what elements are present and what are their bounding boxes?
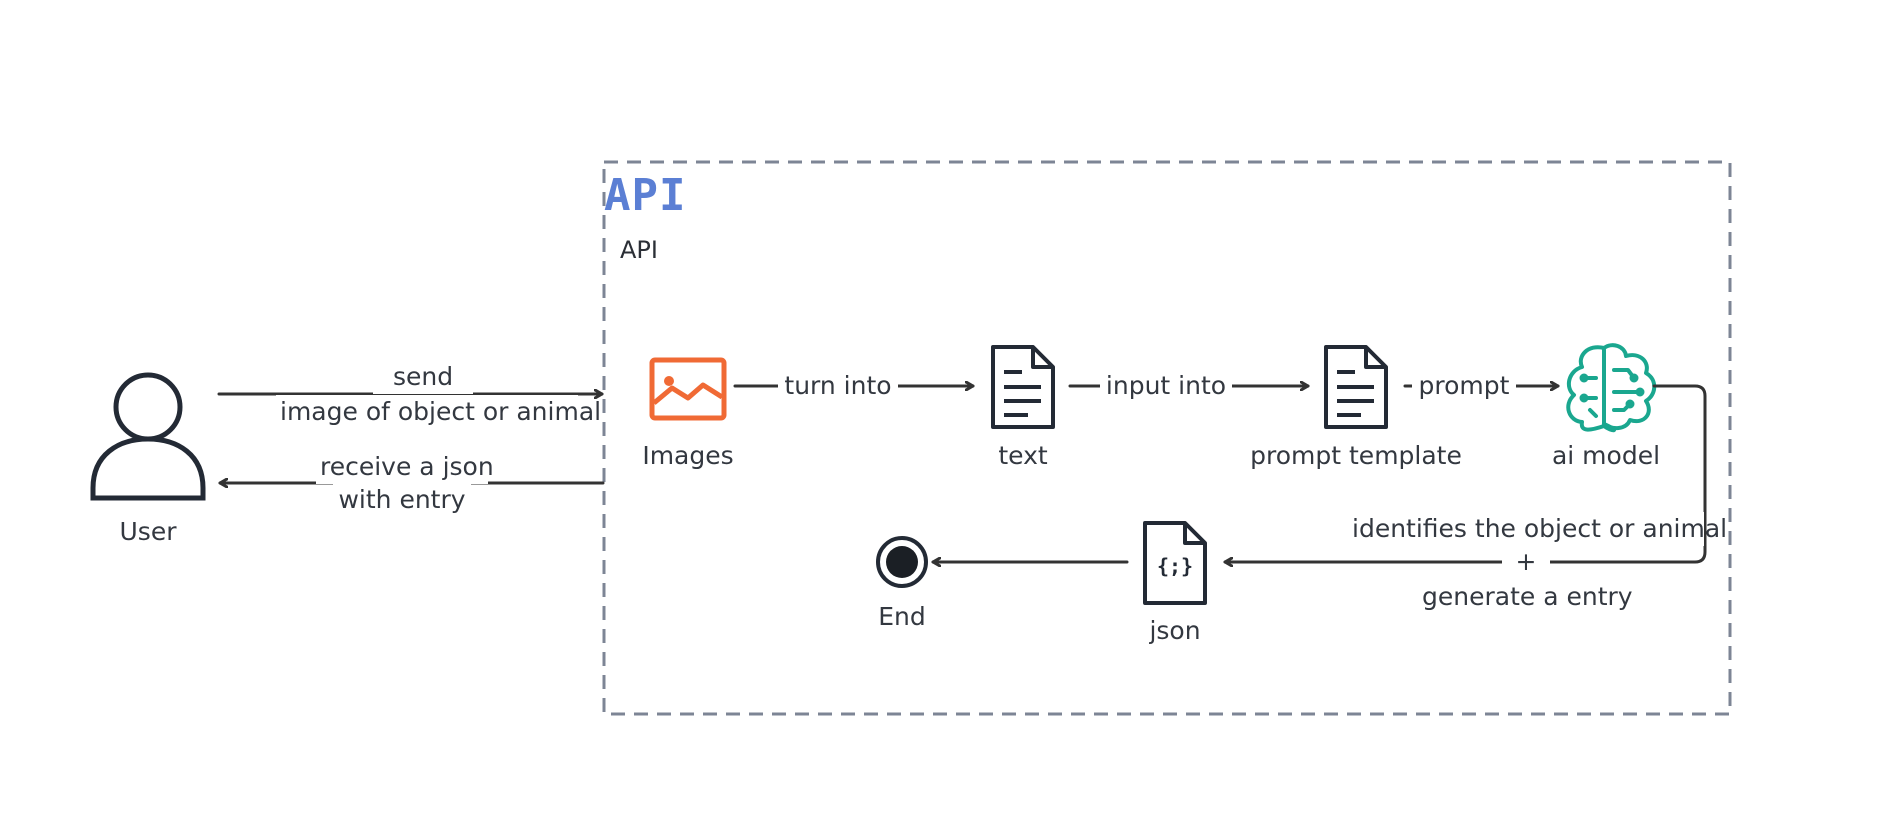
document-icon <box>991 345 1055 429</box>
brain-circuit-icon <box>1566 343 1657 433</box>
json-glyph: {;} <box>1156 554 1194 578</box>
edge-label-receive: receive a json <box>316 450 494 484</box>
edge-label-send-detail: image of object or animal <box>276 395 601 429</box>
edge-label-input-into: input into <box>1100 369 1232 403</box>
edge-label-send: send <box>373 360 473 394</box>
node-label-json: json <box>1149 616 1201 645</box>
edge-label-turn-into: turn into <box>778 369 898 403</box>
api-logo: API <box>604 170 687 221</box>
edge-identifies <box>1223 384 1707 562</box>
node-label-images: Images <box>642 441 734 470</box>
node-label-user: User <box>119 517 177 546</box>
node-label-prompt-template: prompt template <box>1250 441 1462 470</box>
edge-label-generate: generate a entry <box>1418 580 1634 614</box>
node-label-end: End <box>878 602 926 631</box>
edge-label-receive-detail: with entry <box>333 483 471 517</box>
user-icon <box>90 372 206 501</box>
edge-label-prompt: prompt <box>1412 369 1516 403</box>
end-node-icon <box>876 536 928 588</box>
api-boundary-box <box>602 160 1732 716</box>
edge-label-plus: + <box>1502 545 1550 579</box>
image-icon <box>649 357 727 421</box>
api-box-title: API <box>620 236 658 264</box>
edge-label-identifies: identifies the object or animal <box>1348 512 1727 546</box>
document-icon <box>1324 345 1388 429</box>
json-file-icon <box>1143 521 1207 605</box>
node-label-text: text <box>998 441 1048 470</box>
node-label-ai-model: ai model <box>1551 441 1661 470</box>
